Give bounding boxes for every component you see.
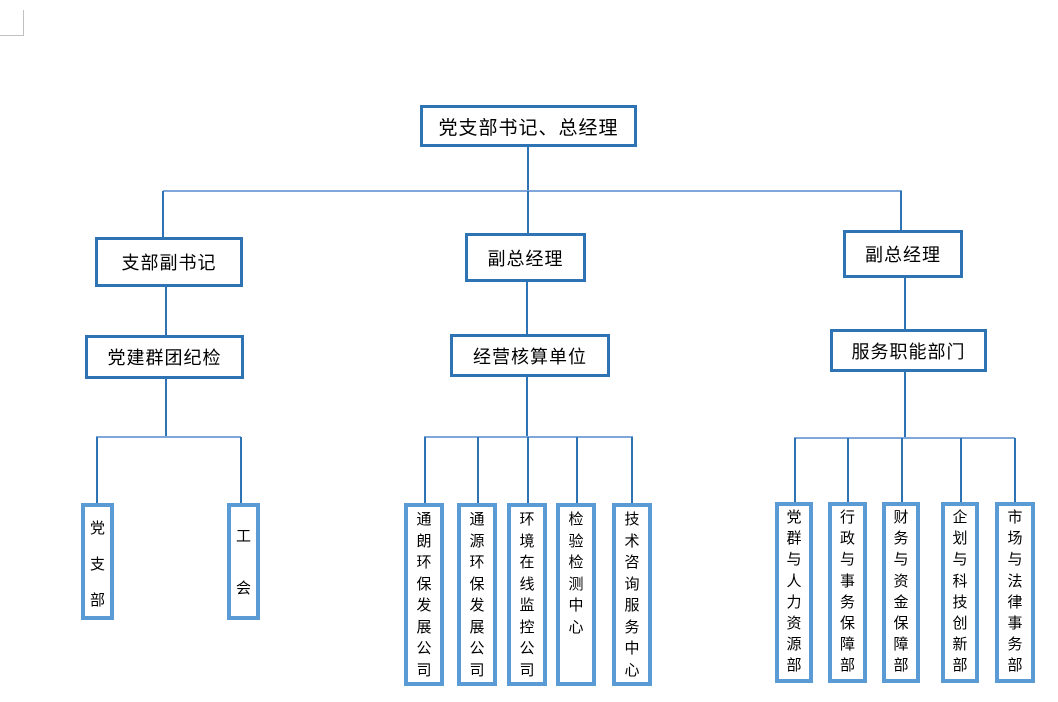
connector-drop-right: [900, 191, 902, 230]
connector-level1-rail: [163, 190, 902, 192]
node-labor-union[interactable]: 工会: [227, 503, 260, 620]
node-deputy-general-manager-center[interactable]: 副总经理: [465, 233, 586, 282]
connector-group-right-drop-4: [960, 438, 962, 502]
connector-stem-left: [165, 287, 167, 335]
connector-group-mid-drop-1: [424, 437, 426, 503]
connector-root-stem: [527, 147, 529, 190]
connector-group-mid-drop-5: [631, 437, 633, 503]
node-party-mass-hr-department[interactable]: 党群与人力资源部: [775, 502, 813, 683]
node-service-function-departments[interactable]: 服务职能部门: [830, 329, 987, 372]
connector-group-mid-drop-4: [576, 437, 578, 503]
connector-group-right-drop-2: [847, 438, 849, 502]
node-party-building-group-discipline[interactable]: 党建群团纪检: [85, 335, 244, 379]
connector-group-left-drop-1: [96, 437, 98, 503]
node-admin-affairs-support-department[interactable]: 行政与事务保障部: [828, 502, 867, 683]
connector-group-left-drop-2: [240, 437, 242, 503]
connector-group-right-drop-5: [1014, 438, 1016, 502]
connector-group-right-drop-3: [901, 438, 903, 502]
page-corner-mark-vertical: [23, 10, 24, 35]
connector-group-mid-stem: [526, 377, 528, 436]
node-planning-tech-innovation-department[interactable]: 企划与科技创新部: [941, 502, 979, 683]
connector-group-right-rail: [794, 437, 1015, 439]
connector-stem-right: [904, 278, 906, 329]
node-operating-accounting-units[interactable]: 经营核算单位: [450, 334, 610, 377]
connector-group-left-stem: [165, 379, 167, 436]
node-tongyuan-environmental-company[interactable]: 通源环保发展公司: [457, 503, 497, 686]
node-inspection-testing-center[interactable]: 检验检测中心: [556, 503, 596, 686]
connector-drop-center: [527, 191, 529, 233]
node-party-branch[interactable]: 党支部: [81, 503, 114, 620]
node-finance-funds-support-department[interactable]: 财务与资金保障部: [882, 502, 920, 683]
node-technical-consulting-service-center[interactable]: 技术咨询服务中心: [612, 503, 652, 686]
node-deputy-general-manager-right[interactable]: 副总经理: [843, 230, 963, 278]
connector-group-mid-drop-3: [527, 437, 529, 503]
connector-group-right-drop-1: [794, 438, 796, 502]
node-party-secretary-general-manager[interactable]: 党支部书记、总经理: [420, 105, 637, 147]
connector-drop-left: [162, 191, 164, 237]
connector-stem-center: [526, 282, 528, 334]
node-environment-online-monitoring-company[interactable]: 环境在线监控公司: [507, 503, 547, 686]
connector-group-mid-drop-2: [477, 437, 479, 503]
node-branch-deputy-secretary[interactable]: 支部副书记: [95, 237, 243, 287]
node-tonglang-environmental-company[interactable]: 通朗环保发展公司: [404, 503, 444, 686]
connector-group-left-rail: [96, 436, 241, 438]
page-corner-mark-horizontal: [0, 35, 24, 36]
connector-group-right-stem: [904, 372, 906, 437]
node-market-legal-affairs-department[interactable]: 市场与法律事务部: [995, 502, 1035, 683]
